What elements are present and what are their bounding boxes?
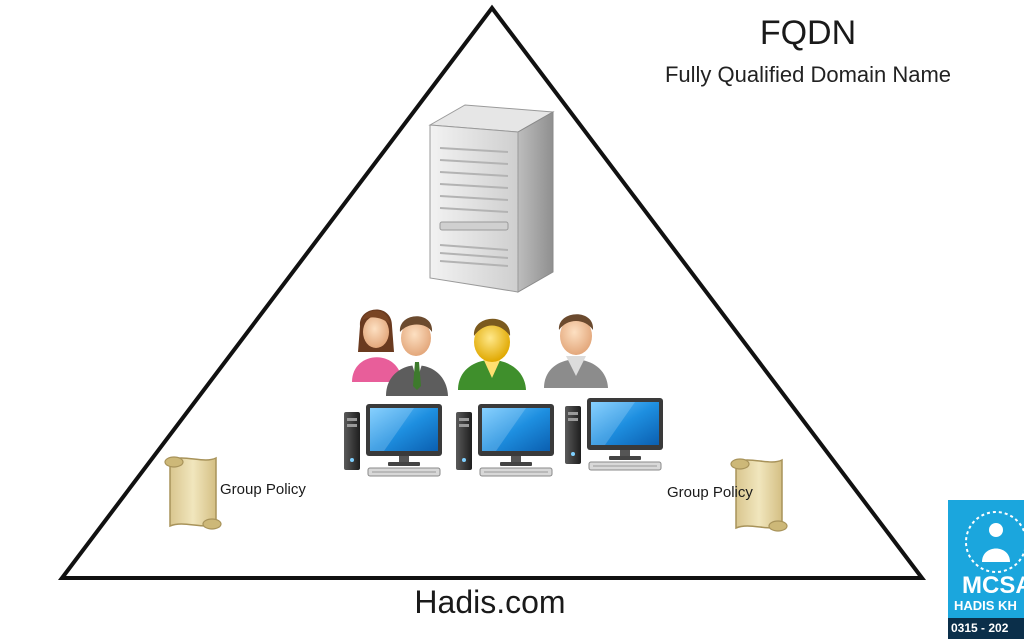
badge-title: MCSA	[962, 572, 1024, 599]
desktop-computer-icon	[564, 397, 664, 471]
desktop-computer-icon	[455, 403, 555, 477]
gray-user-icon	[544, 314, 608, 388]
badge-subtitle: HADIS KH	[954, 598, 1017, 613]
domain-triangle	[57, 4, 927, 580]
group-policy-label-left: Group Policy	[220, 481, 306, 498]
page-subtitle: Fully Qualified Domain Name	[664, 62, 952, 87]
mcsa-badge: MCSA HADIS KH 0315 - 202	[948, 500, 1024, 639]
yellow-user-icon	[458, 318, 526, 390]
domain-name-label: Hadis.com	[414, 584, 566, 620]
badge-person-icon	[965, 511, 1024, 573]
badge-phone: 0315 - 202	[948, 618, 1024, 639]
page-title: FQDN	[759, 14, 857, 52]
group-policy-scroll-icon	[164, 456, 222, 530]
server-tower-icon	[428, 104, 555, 293]
woman-user-icon	[352, 309, 402, 382]
group-policy-label-right: Group Policy	[667, 484, 753, 501]
man-user-icon	[386, 316, 448, 396]
desktop-computer-icon	[343, 403, 443, 477]
